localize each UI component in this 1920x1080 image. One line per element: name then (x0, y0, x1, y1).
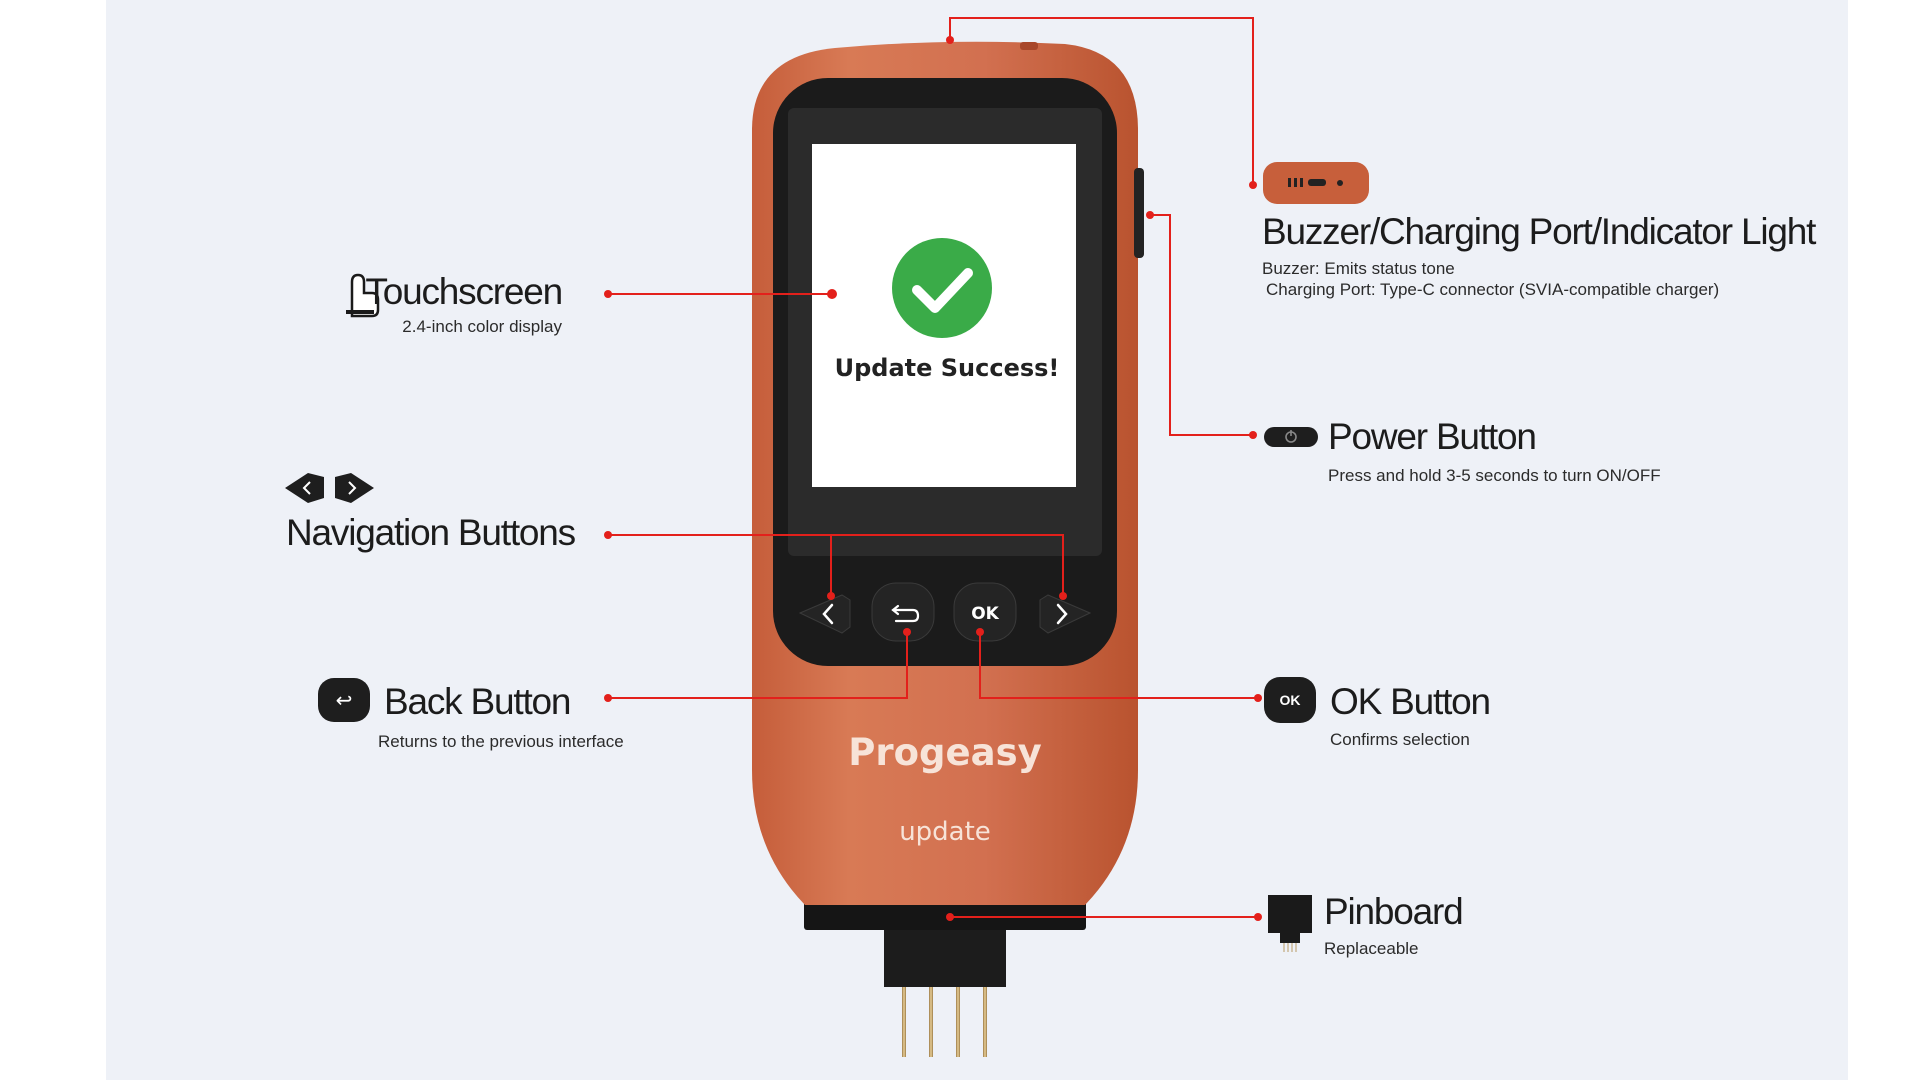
ok-callout: OK Button Confirms selection (1330, 681, 1491, 750)
buzzer-line-1: Buzzer: Emits status tone (1262, 259, 1455, 278)
chevron-left-icon (822, 603, 834, 625)
back-arrow-icon: ↩ (318, 678, 370, 722)
touchscreen-callout: Touchscreen 2.4-inch color display (360, 271, 563, 337)
ok-title: OK Button (1330, 681, 1491, 722)
model-label: update (899, 817, 991, 847)
touchscreen-subtitle: 2.4-inch color display (402, 317, 562, 336)
back-arrow-icon (891, 604, 920, 623)
back-title: Back Button (384, 681, 572, 722)
pinboard-title: Pinboard (1324, 891, 1464, 932)
leader-lines (608, 17, 1258, 918)
nav-buttons-icon (285, 473, 374, 503)
back-subtitle: Returns to the previous interface (378, 732, 624, 751)
buzzer-line-2: Charging Port: Type-C connector (SVIA-co… (1266, 280, 1720, 300)
chevron-left-icon (302, 481, 311, 495)
hand-pointer-icon (346, 273, 380, 318)
screen-message: Update Success! (835, 354, 1060, 382)
left-nav-button[interactable] (798, 594, 851, 634)
chevron-right-icon (348, 481, 357, 495)
pinboard-base (804, 900, 1086, 930)
power-callout: Power Button Press and hold 3-5 seconds … (1328, 418, 1661, 486)
buzzer-title: Buzzer/Charging Port/Indicator Light (1262, 211, 1816, 252)
touchscreen-title: Touchscreen (365, 271, 563, 312)
pinboard-callout: Pinboard Replaceable (1324, 891, 1464, 959)
ok-key-label: OK (971, 604, 999, 624)
right-nav-button[interactable] (1039, 594, 1092, 634)
pinboard-icon (1268, 895, 1312, 952)
buzzer-nub (1020, 42, 1038, 50)
back-callout: Back Button Returns to the previous inte… (378, 683, 624, 752)
power-title: Power Button (1328, 416, 1537, 457)
checkmark-icon (912, 268, 973, 313)
navigation-title: Navigation Buttons (286, 512, 576, 553)
port-thumbnail (1263, 162, 1369, 204)
success-badge (892, 238, 992, 338)
back-button[interactable] (871, 582, 935, 642)
pinboard-connector (884, 925, 1006, 987)
power-subtitle: Press and hold 3-5 seconds to turn ON/OF… (1328, 466, 1661, 485)
ok-icon: OK (1264, 677, 1316, 723)
chevron-right-icon (1056, 603, 1068, 625)
power-icon (1264, 427, 1318, 447)
brand-logo: Progeasy (848, 731, 1041, 774)
buzzer-callout: Buzzer/Charging Port/Indicator Light Buz… (1262, 211, 1816, 301)
ok-button[interactable]: OK (953, 582, 1017, 642)
ok-subtitle: Confirms selection (1330, 730, 1470, 749)
side-power-key[interactable] (1134, 168, 1144, 258)
pinboard-subtitle: Replaceable (1324, 939, 1419, 958)
leader-dots (604, 36, 1262, 921)
navigation-callout: Navigation Buttons (286, 512, 576, 553)
pins (902, 985, 987, 1057)
